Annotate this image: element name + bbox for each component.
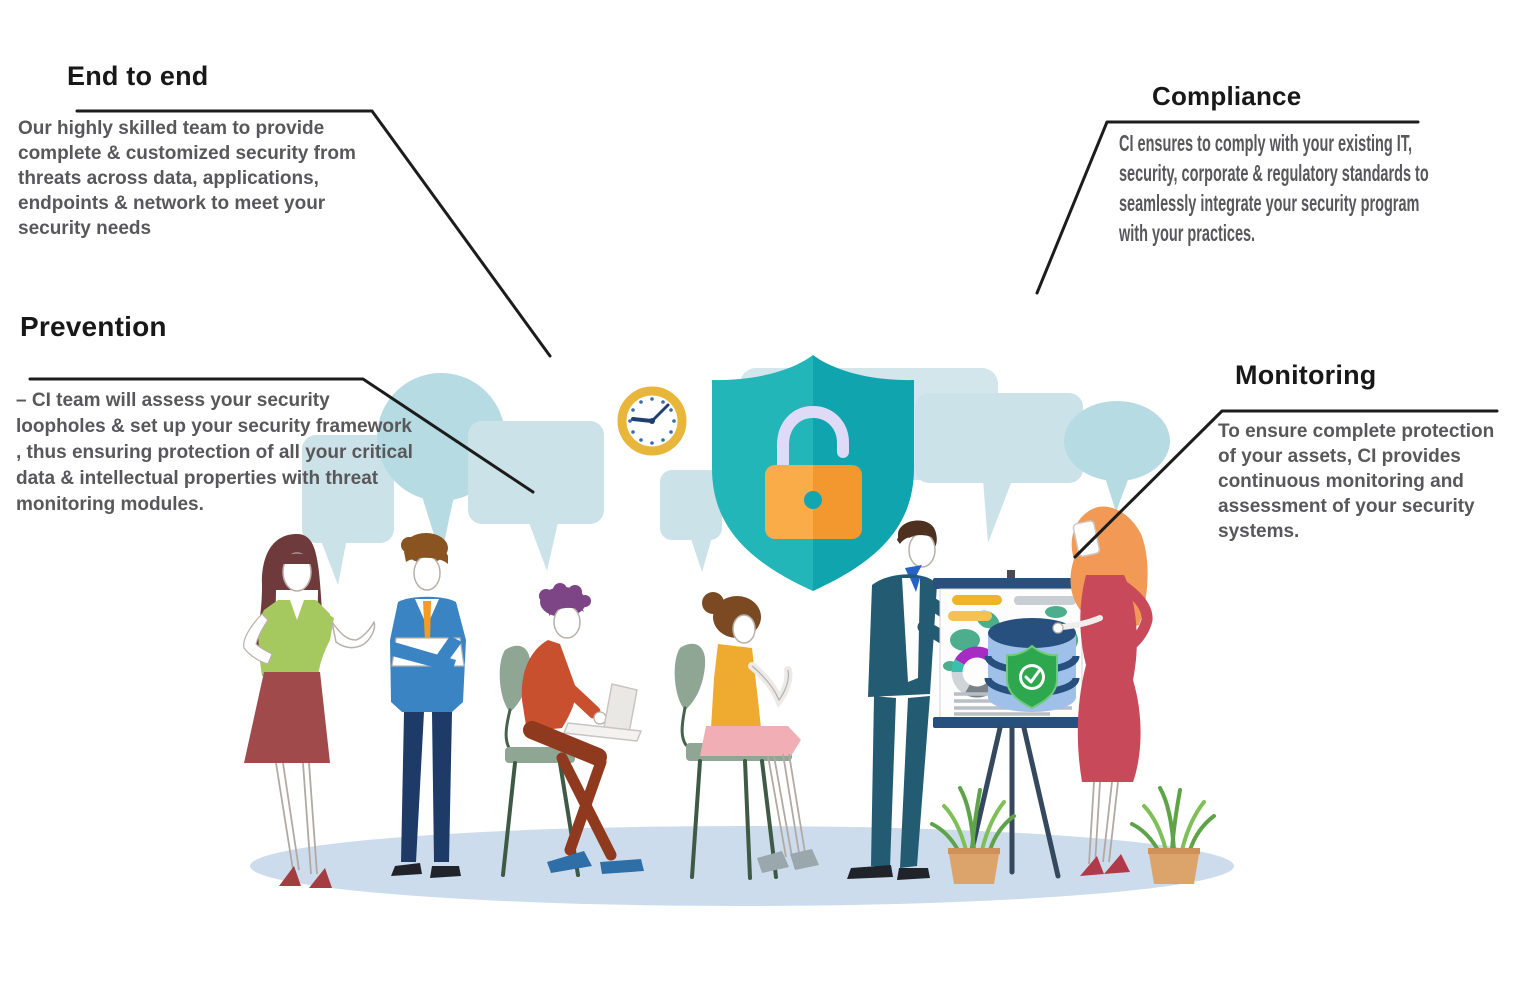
shield-check-icon	[1006, 644, 1058, 710]
speech-bubble	[302, 435, 394, 585]
end-to-end-title: End to end	[67, 61, 209, 91]
lock-shackle	[777, 405, 849, 476]
lock-body	[765, 465, 813, 539]
connector-monitoring	[1073, 409, 1499, 559]
monitoring-description: To ensure complete protection of your as…	[1218, 421, 1495, 542]
board-bar-orange	[952, 595, 1002, 605]
speech-bubble	[660, 470, 722, 572]
person-woman-red-dress	[1052, 506, 1153, 876]
shield-lock-icon	[712, 355, 914, 591]
board-bar-yellow	[948, 611, 992, 621]
person-seated-woman-yellow	[700, 592, 819, 873]
connector-end-to-end	[75, 109, 552, 358]
speech-bubble	[468, 421, 604, 571]
keyhole	[804, 491, 822, 509]
speech-bubble	[915, 393, 1083, 543]
person-man-blue-jacket	[390, 533, 466, 878]
clock-icon	[617, 386, 687, 456]
database-icon	[984, 618, 1080, 712]
ground-shadow	[250, 826, 1234, 906]
callout-connector-lines	[28, 109, 1499, 559]
person-woman-green-top	[243, 534, 376, 888]
board-bar-gray	[1014, 596, 1076, 605]
prevention-description: – CI team will assess your security loop…	[16, 390, 413, 515]
compliance-description: CI ensures to comply with your existing …	[1119, 130, 1429, 246]
prevention-title: Prevention	[20, 311, 167, 342]
end-to-end-description: Our highly skilled team to provide compl…	[18, 118, 356, 239]
connector-prevention	[28, 377, 535, 494]
person-seated-laptop	[521, 583, 644, 874]
potted-plant-right	[1130, 786, 1216, 884]
speech-bubble	[1064, 401, 1170, 512]
monitoring-title: Monitoring	[1235, 360, 1377, 390]
compliance-title: Compliance	[1152, 81, 1302, 111]
potted-plant-left	[930, 786, 1016, 884]
connector-compliance	[1035, 120, 1420, 295]
